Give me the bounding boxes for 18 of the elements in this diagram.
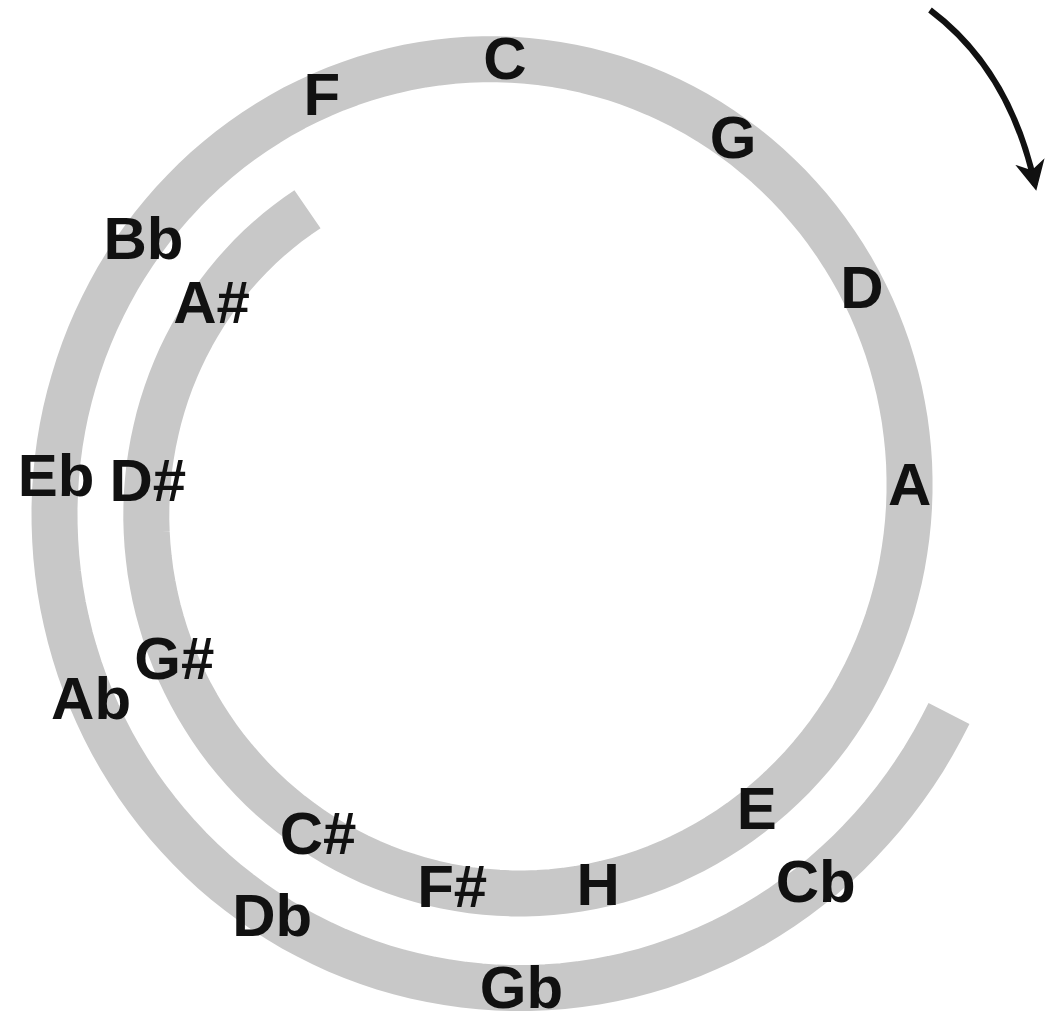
note-label: C: [483, 29, 527, 90]
note-label: Db: [232, 885, 313, 946]
note-label: A#: [173, 273, 250, 334]
note-label: Ab: [51, 668, 132, 729]
note-label: C#: [279, 803, 357, 864]
note-label: Eb: [17, 445, 95, 506]
note-label: Cb: [775, 851, 856, 912]
note-label: E: [736, 779, 777, 840]
note-label: Gb: [479, 958, 564, 1019]
note-label: Bb: [103, 209, 184, 269]
note-label: D#: [109, 450, 187, 511]
note-label: F#: [417, 857, 488, 918]
note-label: G: [709, 107, 757, 168]
note-label: F: [303, 64, 341, 125]
note-label: G#: [134, 628, 215, 689]
note-label: D: [840, 257, 884, 318]
note-label: H: [576, 855, 620, 916]
note-label: A: [887, 455, 932, 516]
